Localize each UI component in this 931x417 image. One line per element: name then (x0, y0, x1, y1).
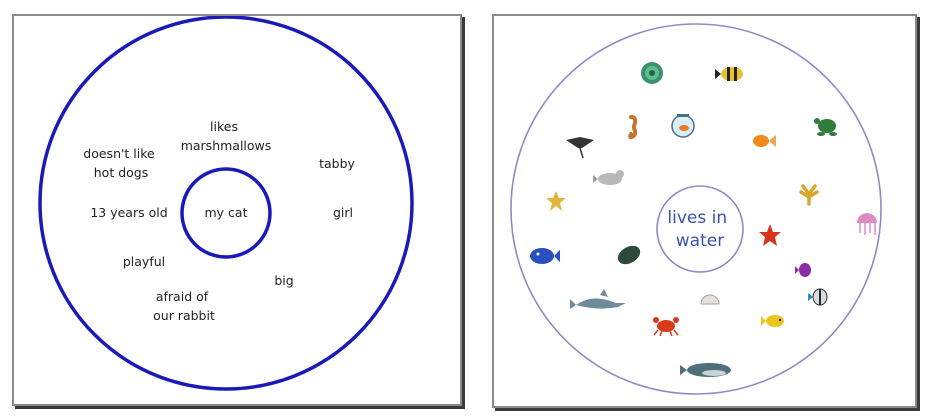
mussel-icon (617, 245, 641, 265)
dolphin-icon (570, 289, 626, 309)
coral-icon (799, 184, 819, 206)
attribute-playful: playful (123, 254, 165, 269)
attribute-big: big (274, 273, 293, 288)
whale-icon (530, 248, 560, 264)
jellyfish-icon (857, 213, 877, 235)
yellow-fish-icon (761, 315, 784, 327)
right-circle-map: lives in water (510, 23, 882, 395)
right-panel: lives in water (492, 14, 917, 408)
outer-circle (510, 23, 882, 395)
humpback-whale-icon (680, 363, 731, 377)
outer-circle (38, 16, 414, 391)
attribute-girl: girl (333, 205, 353, 220)
purple-fish-icon (795, 263, 811, 277)
red-starfish-icon (759, 224, 781, 246)
seahorse-icon (628, 115, 638, 140)
striped-fish-icon (715, 67, 743, 81)
attribute-doesnt-like-hot-dogs: doesn't like hot dogs (83, 146, 158, 180)
angelfish-icon (808, 288, 828, 306)
left-panel: my cat likes marshmallows doesn't like h… (12, 14, 462, 406)
attribute-13-years-old: 13 years old (90, 205, 167, 220)
fishbowl-icon (671, 114, 695, 138)
seal-icon (593, 170, 624, 185)
attribute-afraid-of-our-rabbit: afraid of our rabbit (153, 289, 215, 323)
sea-anemone-icon (641, 62, 663, 84)
inner-circle (656, 185, 744, 273)
center-label: lives in water (667, 208, 732, 251)
clam-shell-icon (700, 294, 720, 305)
manta-ray-icon (566, 137, 594, 159)
sea-turtle-icon (814, 118, 837, 136)
center-label: my cat (205, 205, 248, 220)
inner-circle (180, 167, 272, 259)
attribute-likes-marshmallows: likes marshmallows (181, 119, 272, 153)
starfish-icon (546, 191, 566, 211)
attribute-tabby: tabby (319, 156, 355, 171)
crab-icon (653, 317, 679, 337)
left-circle-map: my cat likes marshmallows doesn't like h… (38, 16, 414, 391)
goldfish-icon (753, 135, 776, 147)
